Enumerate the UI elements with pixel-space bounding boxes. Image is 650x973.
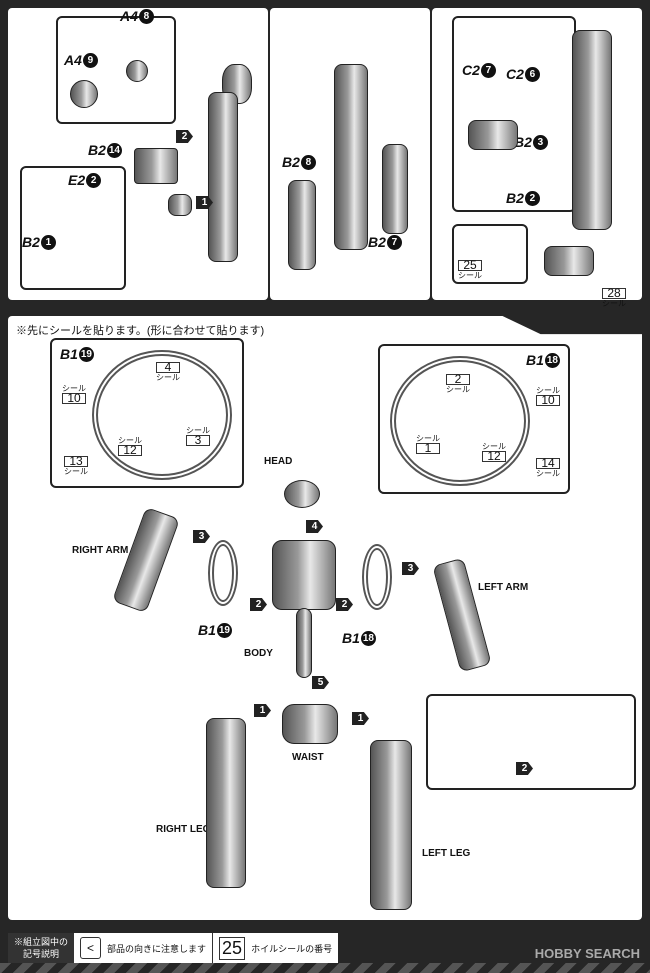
ring-b1-18 <box>362 544 392 610</box>
label-right-leg: RIGHT LEG <box>156 824 211 835</box>
head-part <box>284 480 320 508</box>
armor-part <box>134 148 178 184</box>
sticker-number-text: ホイルシールの番号 <box>251 943 333 954</box>
foot-part <box>544 246 594 276</box>
label-right-arm: RIGHT ARM <box>72 545 129 556</box>
right-leg-part <box>206 718 246 888</box>
ring-b1-19 <box>208 540 238 606</box>
symbol-legend: ※組立図中の 記号説明 < 部品の向きに注意します 25 ホイルシールの番号 <box>8 933 339 963</box>
foot-part <box>468 120 518 150</box>
orientation-text: 部品の向きに注意します <box>107 943 207 954</box>
head-detail-box <box>56 16 176 124</box>
step-arrow: 1 <box>196 196 213 209</box>
shoulder-detail-box: 2 <box>426 694 636 790</box>
head-part <box>70 80 98 108</box>
arm-part <box>334 64 368 250</box>
leg-part <box>572 30 612 230</box>
waist-part <box>282 704 338 744</box>
orientation-symbol: < <box>80 937 102 959</box>
neck-part <box>126 60 148 82</box>
step-arrow: 3 <box>402 562 419 575</box>
legend-title: ※組立図中の 記号説明 <box>8 933 75 963</box>
left-leg-part <box>370 740 412 910</box>
legend-title-line1: ※組立図中の <box>14 937 69 947</box>
armor-part <box>288 180 316 270</box>
sticker-note: ※先にシールを貼ります。(形に合わせて貼ります) <box>16 325 265 337</box>
legend-sticker: 25 ホイルシールの番号 <box>212 933 338 963</box>
step-arrow: 1 <box>254 704 271 717</box>
legend-orientation: < 部品の向きに注意します <box>74 933 212 963</box>
sticker-detail-box <box>452 224 528 284</box>
armor-part <box>382 144 408 234</box>
sticker-number-symbol: 25 <box>219 936 246 960</box>
step-arrow: 2 <box>336 598 353 611</box>
label-body: BODY <box>244 648 273 659</box>
armor-part <box>168 194 192 216</box>
step-arrow: 2 <box>516 762 533 775</box>
ring-part <box>92 350 232 480</box>
body-tail-part <box>296 608 312 678</box>
foot-detail-box <box>452 16 576 212</box>
label-head: HEAD <box>264 456 293 467</box>
hazard-stripe <box>0 963 650 973</box>
step-arrow: 4 <box>306 520 323 533</box>
label-left-arm: LEFT ARM <box>478 582 529 593</box>
step-arrow: 2 <box>176 130 193 143</box>
step-arrow: 5 <box>312 676 329 689</box>
step-arrow: 2 <box>250 598 267 611</box>
label-waist: WAIST <box>292 752 324 763</box>
legend-title-line2: 記号説明 <box>23 949 60 959</box>
arm-part <box>208 92 238 262</box>
body-part <box>272 540 336 610</box>
ring-part <box>390 356 530 486</box>
step-arrow: 1 <box>352 712 369 725</box>
step-arrow: 3 <box>193 530 210 543</box>
watermark: HOBBY SEARCH <box>534 946 640 961</box>
e2-detail-box <box>20 166 126 290</box>
label-left-leg: LEFT LEG <box>422 848 471 859</box>
